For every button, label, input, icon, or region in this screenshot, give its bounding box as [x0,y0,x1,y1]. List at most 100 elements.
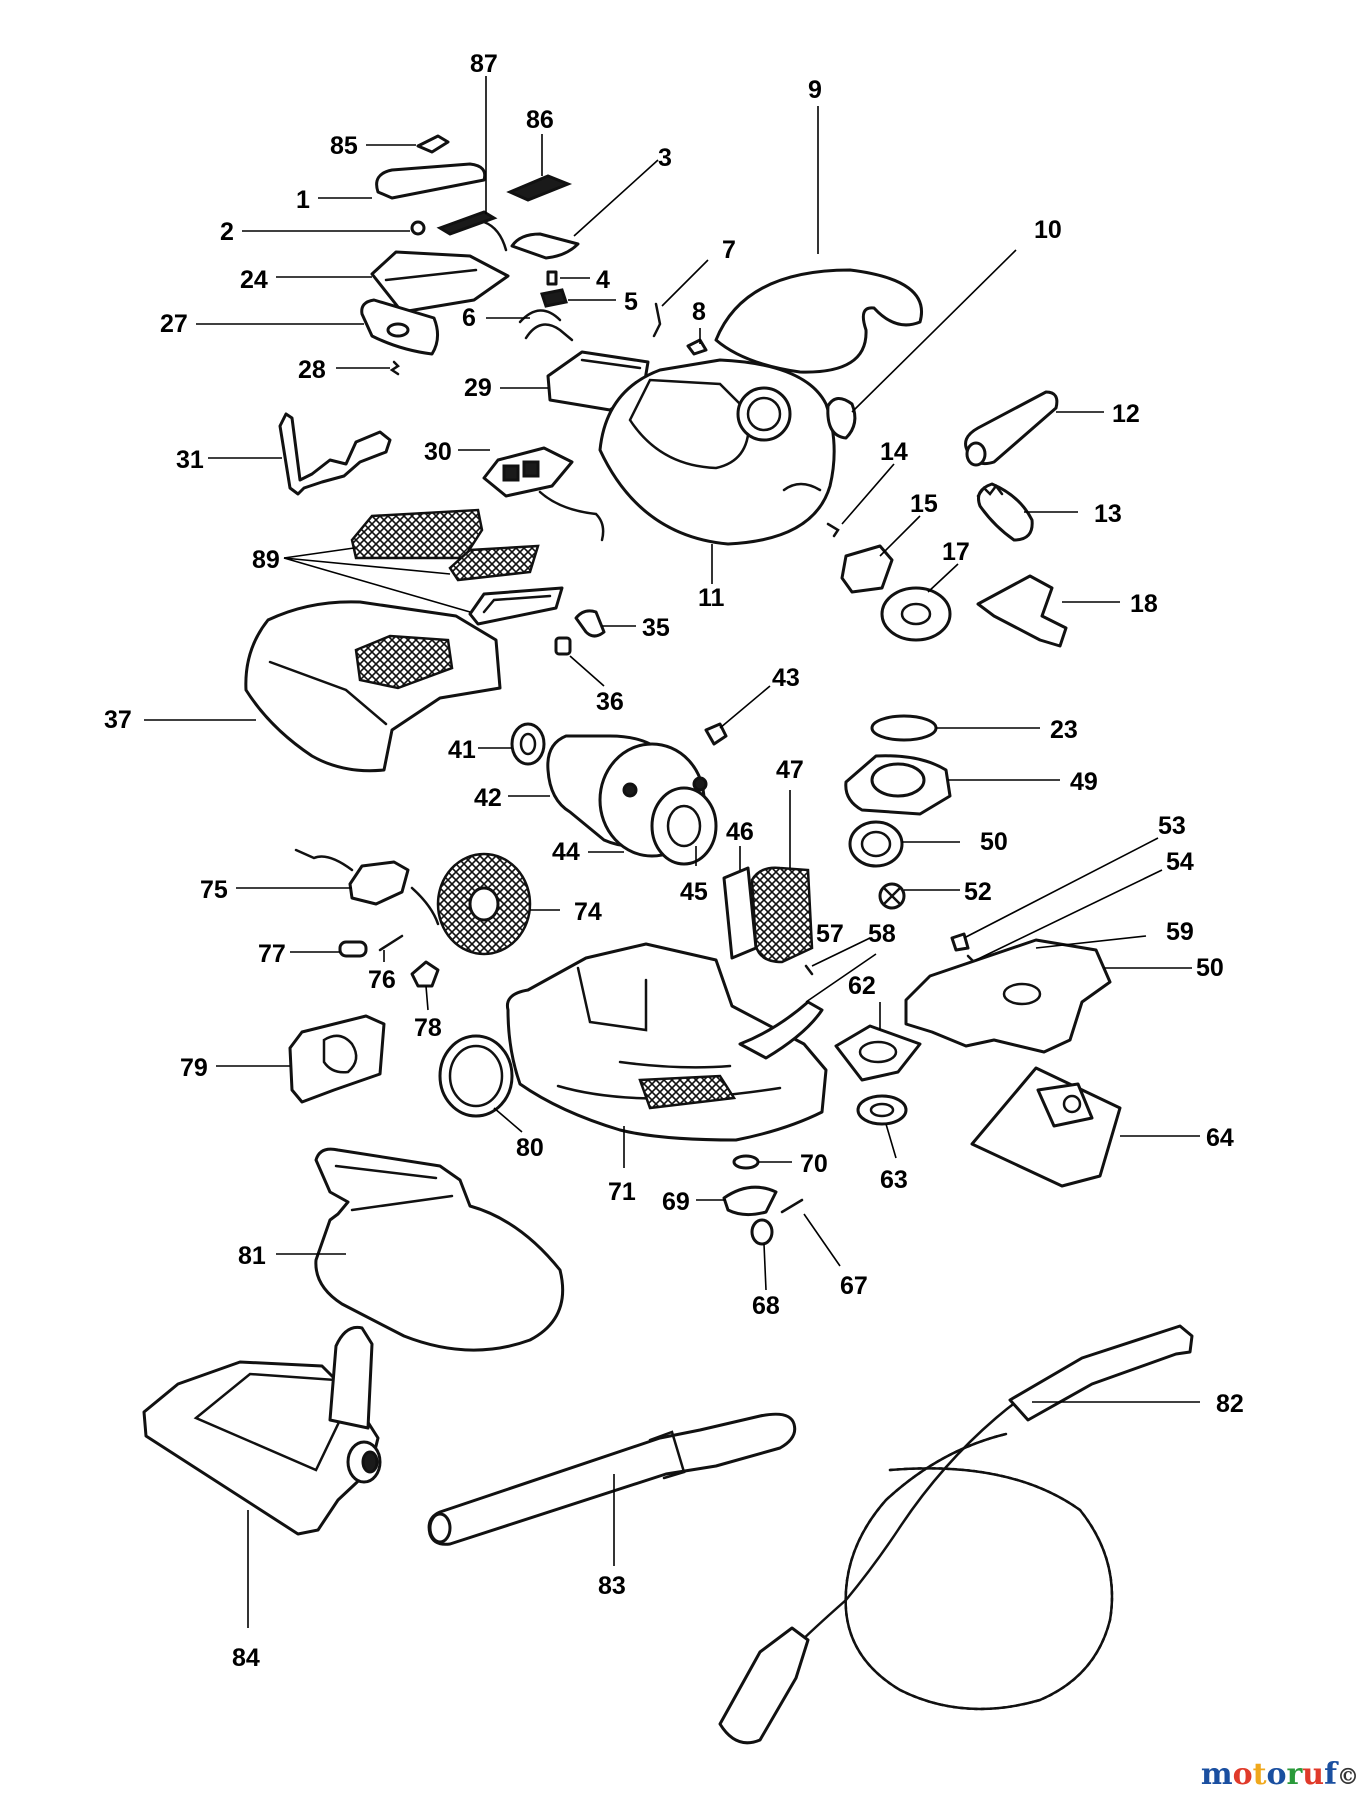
callout-64: 64 [1206,1124,1234,1152]
callout-17: 17 [942,538,970,566]
part-71-cavity [638,1074,737,1110]
part-63-ring [856,1094,908,1126]
callout-50: 50 [980,828,1008,856]
part-11-slot [782,482,822,492]
callout-74: 74 [574,898,602,926]
callout-15: 15 [910,490,938,518]
callout-36: 36 [596,688,624,716]
callout-27: 27 [160,310,188,338]
part-50-right-lid [904,938,1112,1054]
part-11-port [736,386,792,442]
callout-58: 58 [868,920,896,948]
leader-53 [963,837,1159,939]
callout-53: 53 [1158,812,1186,840]
callout-44: 44 [552,838,580,866]
callout-84: 84 [232,1644,260,1672]
part-5 [540,288,568,308]
part-17-hole [900,602,932,626]
callout-52: 52 [964,878,992,906]
part-50-seal-inner [860,830,892,858]
leader-89-b [283,557,451,575]
leader-58 [805,953,877,1003]
part-89-filter-b [448,544,540,582]
callout-2: 2 [220,218,234,246]
part-1-handle [375,162,487,200]
part-30-key-b [522,460,540,478]
callout-30: 30 [424,438,452,466]
part-58-hose-bracket [738,1000,824,1060]
callout-68: 68 [752,1292,780,1320]
leader-17 [927,563,959,593]
callout-71: 71 [608,1178,636,1206]
part-79-plate [288,1014,386,1104]
part-64-bag [970,1066,1122,1188]
callout-5: 5 [624,288,638,316]
part-64-hole [1062,1094,1082,1114]
callout-29: 29 [464,374,492,402]
callout-14: 14 [880,438,908,466]
leader-89-c [283,557,471,613]
part-82-handle [1008,1324,1194,1422]
leader-67 [803,1213,841,1267]
part-15 [840,544,894,594]
part-84-wheel-inner [361,1450,379,1474]
part-86 [506,174,573,202]
part-45-fan [650,786,718,866]
callout-28: 28 [298,356,326,384]
callout-35: 35 [642,614,670,642]
part-80-inner [448,1044,504,1108]
callout-83: 83 [598,1572,626,1600]
part-44-dot-b [692,776,708,792]
part-13-bristles [976,483,1004,498]
callout-23: 23 [1050,716,1078,744]
callout-8: 8 [692,298,706,326]
part-29-detail [580,358,642,370]
part-47-filter [750,866,814,964]
part-67-pin [780,1198,804,1214]
part-84-neck [328,1325,374,1430]
callout-4: 4 [596,266,610,294]
part-30-wires [538,490,605,542]
part-6-wiring [518,309,574,342]
watermark-letter: m [1200,1757,1233,1792]
callout-7: 7 [722,236,736,264]
callout-43: 43 [772,664,800,692]
callout-49: 49 [1070,768,1098,796]
leader-43 [719,685,771,729]
callout-81: 81 [238,1242,266,1270]
part-14-screw [826,522,840,538]
part-87 [436,210,498,236]
callout-13: 13 [1094,500,1122,528]
part-45-fan-inner [666,804,702,848]
watermark-letter: r [1286,1757,1303,1792]
callout-45: 45 [680,878,708,906]
callout-50-b: 50 [1196,954,1224,982]
callout-6: 6 [462,304,476,332]
callout-59: 59 [1166,918,1194,946]
part-89-filter-c-inner [482,594,552,614]
part-63-hole [869,1102,895,1118]
callout-87: 87 [470,50,498,78]
part-37-floor [354,634,454,690]
part-82-hose [792,1334,1182,1650]
callout-78: 78 [414,1014,442,1042]
callout-57: 57 [816,920,844,948]
part-12-end [965,441,987,467]
callout-67: 67 [840,1272,868,1300]
leader-68 [763,1243,767,1291]
part-11-body [598,358,836,546]
part-83-tip [428,1512,452,1544]
part-2 [410,220,426,236]
callout-79: 79 [180,1054,208,1082]
part-23-ring [870,714,938,742]
leader-3 [573,159,659,237]
part-82-hose-coil [844,1432,1114,1711]
part-17-ring [880,586,952,642]
callout-42: 42 [474,784,502,812]
callout-10: 10 [1034,216,1062,244]
leader-80 [493,1107,523,1133]
leader-7 [661,259,709,307]
part-89-filter-c [468,586,564,626]
part-81-inner [334,1164,454,1212]
callout-86: 86 [526,106,554,134]
